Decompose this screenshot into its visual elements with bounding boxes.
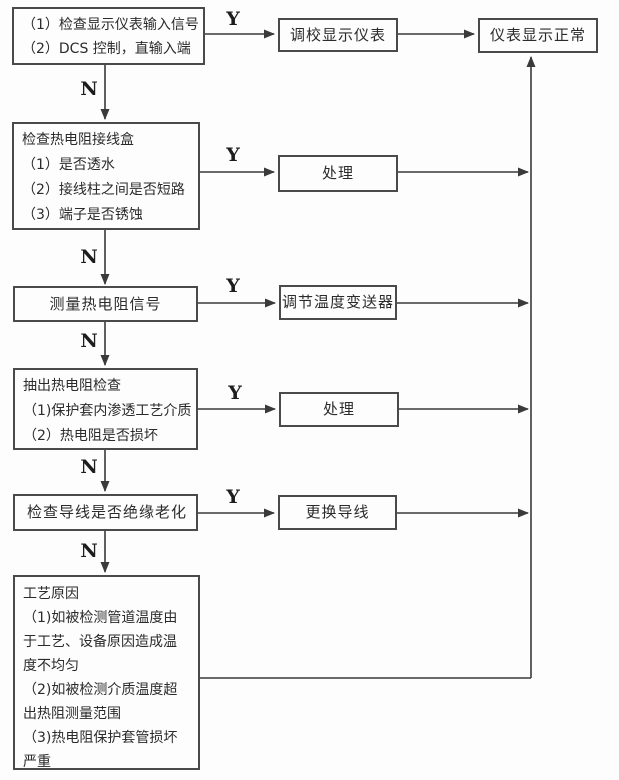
flow-box-check-display-input: （1）检查显示仪表输入信号 （2）DCS 控制，直输入端: [12, 7, 205, 65]
flow-box-process-reasons: 工艺原因 （1)如被检测管道温度由于工艺、设备原因造成温度不均匀 （2)如被检测…: [13, 575, 200, 770]
box-line: （3）端子是否锈蚀: [22, 207, 143, 223]
flow-box-replace-wire: 更换导线: [278, 495, 397, 530]
label-no-1: N: [80, 78, 98, 100]
box-line: （2)如被检测介质温度超出热阻测量范围: [23, 682, 178, 722]
flow-box-check-junction-box: 检查热电阻接线盒 （1）是否透水 （2）接线柱之间是否短路 （3）端子是否锈蚀: [12, 122, 200, 230]
box-line: （2）热电阻是否损坏: [23, 428, 158, 444]
box-line: （1）是否透水: [22, 157, 115, 173]
label-no-2: N: [80, 246, 98, 268]
label-no-4: N: [80, 456, 98, 478]
flow-box-measure-rtd-signal: 测量热电阻信号: [13, 286, 198, 322]
flow-box-adjust-transmitter: 调节温度变送器: [279, 285, 397, 320]
flow-box-display-normal: 仪表显示正常: [478, 18, 598, 53]
flow-box-handle-1: 处理: [278, 155, 398, 192]
label-yes-2: Y: [226, 144, 240, 166]
flow-box-handle-2: 处理: [279, 392, 399, 427]
box-line: （2）DCS 控制，直输入端: [22, 41, 191, 57]
box-line: 检查热电阻接线盒: [22, 132, 134, 148]
label-no-5: N: [80, 540, 98, 562]
box-line: （1)如被检测管道温度由于工艺、设备原因造成温度不均匀: [23, 610, 178, 674]
box-line: （3)热电阻保护套管损坏严重: [23, 730, 178, 770]
label-yes-3: Y: [226, 275, 240, 297]
box-line: （2）接线柱之间是否短路: [22, 182, 185, 198]
label-no-3: N: [80, 330, 98, 352]
label-yes-5: Y: [226, 486, 240, 508]
box-line: （1）检查显示仪表输入信号: [22, 17, 199, 33]
flow-box-calibrate-display: 调校显示仪表: [278, 18, 398, 52]
flow-box-pull-out-rtd-check: 抽出热电阻检查 （1)保护套内渗透工艺介质 （2）热电阻是否损坏: [13, 368, 198, 450]
box-line: 工艺原因: [23, 586, 79, 602]
label-yes-4: Y: [228, 382, 242, 404]
box-line: 抽出热电阻检查: [23, 378, 121, 394]
label-yes-1: Y: [226, 8, 240, 30]
flow-box-check-wire-insulation: 检查导线是否绝缘老化: [13, 494, 198, 531]
box-line: （1)保护套内渗透工艺介质: [23, 403, 192, 419]
